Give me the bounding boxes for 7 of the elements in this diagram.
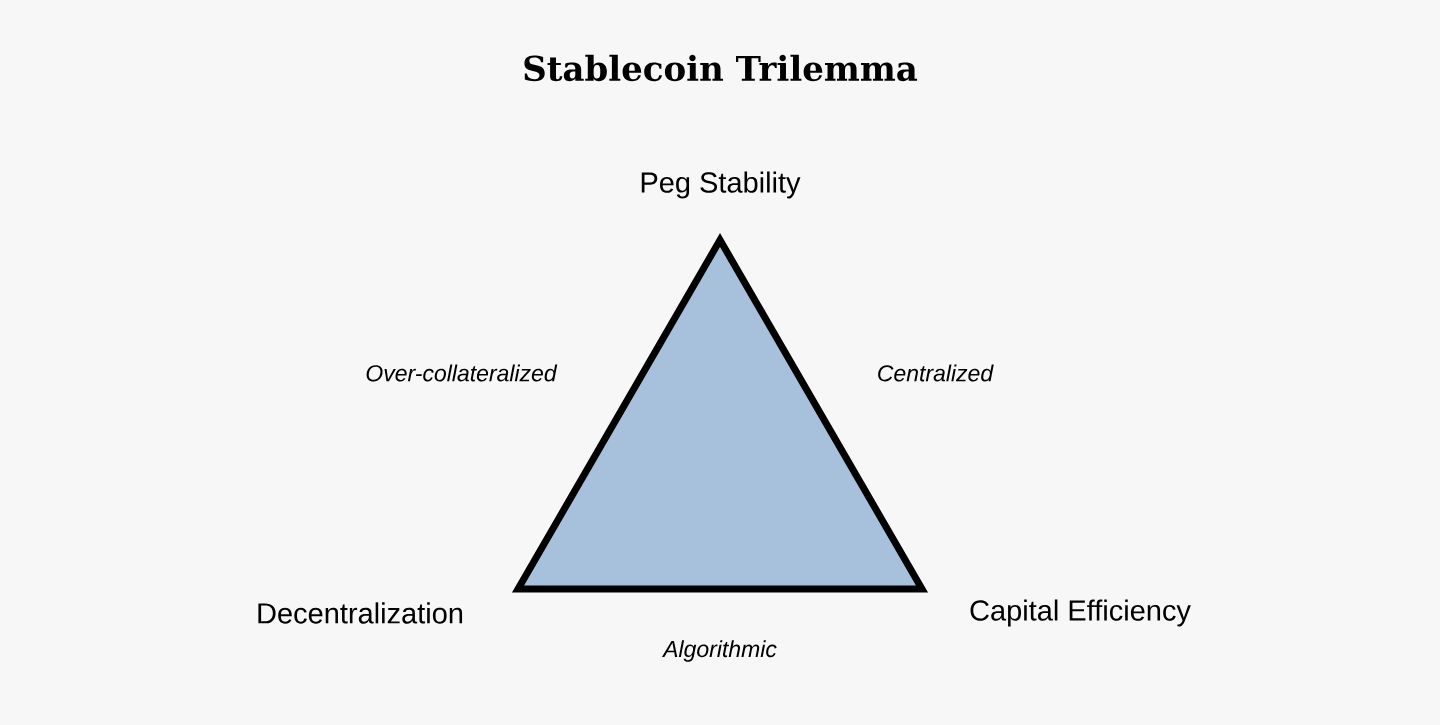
side-label: Over-collateralized bbox=[366, 364, 558, 382]
side-label: Algorithmic bbox=[662, 640, 777, 662]
vertex-label: Decentralization bbox=[258, 602, 463, 624]
vertex-label: Peg Stability bbox=[641, 171, 801, 199]
vertex-label: Capital Efficiency bbox=[970, 599, 1191, 627]
title: Stablecoin Trilemma bbox=[524, 54, 918, 82]
side-label: Centralized bbox=[878, 364, 994, 382]
